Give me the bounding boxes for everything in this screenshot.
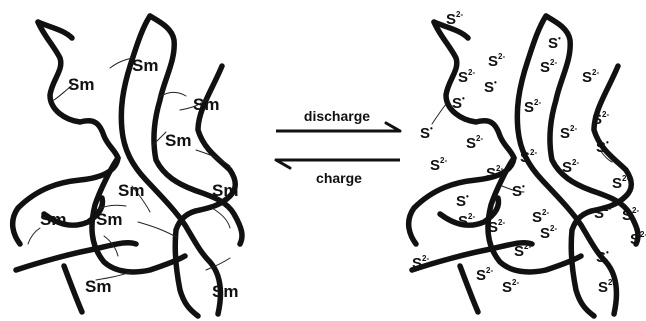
polysulfide-radical: S• (456, 192, 469, 210)
sulfide-ion: S2- (540, 224, 557, 242)
sulfide-ion: S2- (430, 156, 447, 174)
sulfide-ion: S2- (446, 10, 463, 28)
sulfide-ion: S2- (598, 278, 615, 296)
charge-label: charge (316, 170, 362, 186)
sm-label: Sm (165, 131, 191, 150)
sulfide-ion: S2- (592, 110, 609, 128)
sulfide-ion: S2- (582, 68, 599, 86)
sm-label: Sm (193, 95, 219, 114)
sulfide-ion: S2- (532, 208, 549, 226)
sulfide-ion: S2- (594, 204, 611, 222)
sm-label: Sm (132, 56, 158, 75)
sulfide-ion: S2- (562, 158, 579, 176)
sulfide-ion: S2- (466, 134, 483, 152)
sulfide-ion: S2- (488, 218, 505, 236)
sulfide-ion: S2- (476, 266, 493, 284)
sm-label: Sm (85, 277, 111, 296)
polysulfide-radical: S• (484, 78, 497, 96)
right-network: S2- S• S2- S2- S2- S• S2- S• S2- S2- S• … (409, 10, 646, 316)
fiber (64, 266, 82, 312)
polysulfide-radical: S• (420, 124, 433, 142)
sulfide-ion: S2- (502, 278, 519, 296)
sm-label: Sm (96, 210, 122, 229)
sulfide-ion: S2- (514, 242, 531, 260)
sm-label: Sm (40, 210, 66, 229)
sulfide-ion: S2- (540, 58, 557, 76)
sulfide-ion: S2- (560, 124, 577, 142)
sm-label: Sm (212, 282, 238, 301)
equilibrium-arrows: discharge charge (276, 108, 400, 186)
chain (138, 222, 178, 238)
discharge-label: discharge (304, 108, 370, 124)
sm-label: Sm (118, 181, 144, 200)
sm-label: Sm (212, 181, 238, 200)
polysulfide-radical: S• (512, 182, 525, 200)
polysulfide-radical: S• (452, 94, 465, 112)
left-network: Sm Sm Sm Sm Sm Sm Sm Sm Sm Sm (13, 16, 242, 316)
sulfide-ion: S2- (458, 68, 475, 86)
sm-label: Sm (68, 75, 94, 94)
chain (28, 228, 40, 244)
chain (432, 104, 446, 124)
sulfide-ion: S2- (630, 230, 646, 248)
sulfide-ion: S2- (488, 52, 505, 70)
sulfide-ion: S2- (520, 148, 537, 166)
sulfide-ion: S2- (612, 174, 629, 192)
sulfide-ion: S2- (524, 98, 541, 116)
chain (212, 208, 230, 228)
polysulfide-radical: S• (548, 34, 561, 52)
